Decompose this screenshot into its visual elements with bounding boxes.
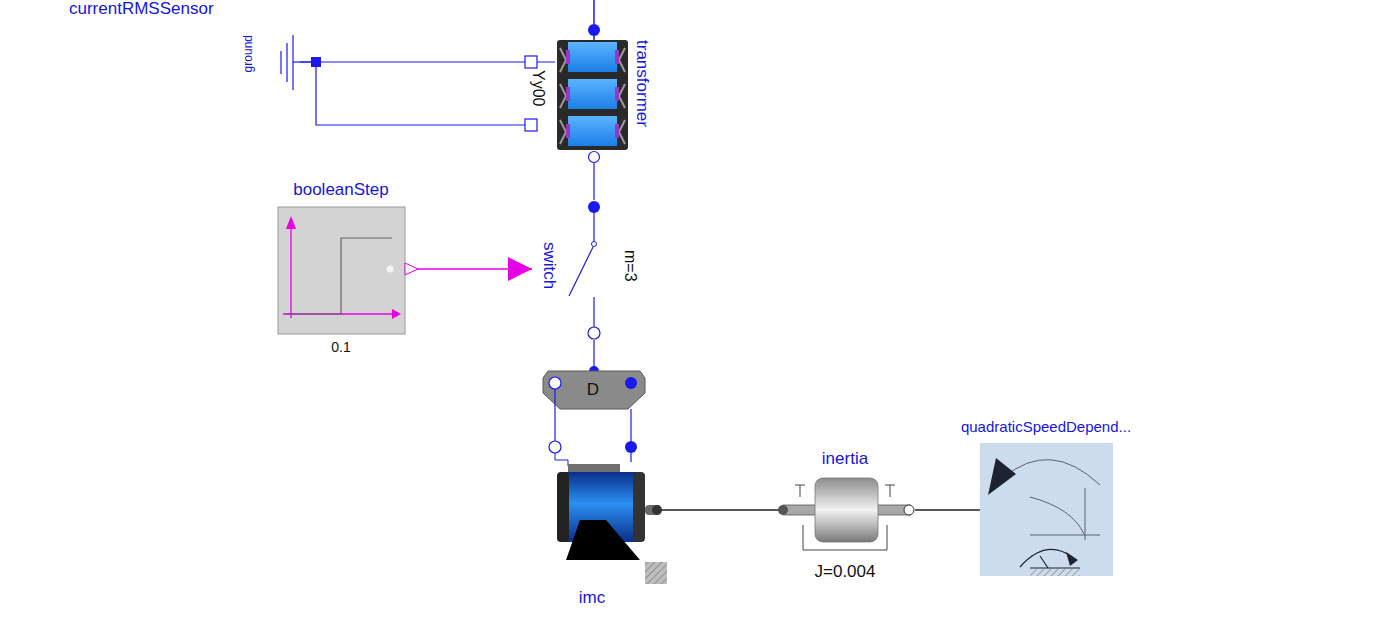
motor-node: imc	[555, 462, 645, 572]
ground-symbol-part	[316, 62, 525, 125]
transformer-node: transformerYy00	[555, 38, 630, 152]
inertia-icon-part	[778, 505, 788, 515]
load-torque-icon-part	[1030, 488, 1100, 540]
transformer-symbol-part	[593, 30, 595, 40]
component-name: imc	[579, 589, 605, 608]
transformer-symbol-part	[525, 56, 537, 68]
transformer-symbol	[525, 0, 628, 163]
switch-node: switchm=3	[532, 200, 612, 340]
transformer-symbol-part	[566, 50, 570, 64]
transformer-symbol-part	[566, 124, 570, 138]
ground-symbol	[281, 35, 525, 125]
boolean-step-block-part	[290, 224, 291, 318]
terminal-box-part	[555, 453, 568, 466]
parameter-label: Yy00	[529, 70, 547, 106]
motor-icon-part	[652, 505, 662, 515]
transformer-symbol-part	[615, 124, 619, 138]
inertia-icon-part	[815, 478, 878, 542]
component-name: currentRMSSensor	[69, 0, 214, 19]
motor-icon-part	[566, 520, 640, 560]
load-torque-icon	[980, 443, 1113, 576]
wire-connector	[300, 61, 555, 62]
terminal-box-node: D	[543, 371, 645, 409]
transformer-symbol-part	[557, 40, 628, 150]
switch-symbol-part	[593, 207, 594, 241]
boolean-step-block-part	[387, 266, 394, 273]
transformer-symbol-part	[568, 79, 617, 109]
component-name: switch	[539, 242, 558, 289]
inertia-icon-part	[904, 505, 914, 515]
boolean-step-block	[278, 207, 418, 334]
component-name: inertia	[822, 450, 868, 469]
motor-icon-part	[633, 472, 645, 542]
component-name: booleanStep	[293, 181, 388, 200]
inertia-node: inertiaJ=0.004	[780, 478, 915, 542]
wire-connector	[630, 409, 631, 462]
load-torque-icon-part	[1066, 552, 1078, 566]
component-name: quadraticSpeedDepend...	[961, 419, 1131, 436]
component-name: ground	[242, 35, 255, 72]
terminal-box-part	[625, 441, 637, 453]
inertia-icon	[778, 478, 914, 550]
ground-symbol-part	[286, 43, 287, 82]
transformer-symbol-part	[593, 0, 595, 24]
wire-connector	[645, 509, 780, 511]
motor-icon-part	[645, 562, 667, 584]
motor-icon	[557, 464, 667, 584]
transformer-symbol-part	[568, 42, 617, 72]
ground-symbol-part	[280, 51, 281, 74]
transformer-symbol-part	[615, 50, 619, 64]
load-torque-icon-part	[1040, 556, 1048, 568]
wire-connector	[915, 509, 980, 511]
load-torque-icon-part	[980, 443, 1113, 576]
motor-icon-part	[557, 472, 569, 542]
boolean-step-block-part	[392, 309, 401, 319]
switch-symbol	[569, 201, 600, 339]
load-torque-icon-part	[1020, 549, 1072, 567]
transformer-symbol-part	[566, 87, 570, 101]
boolean-step-block-part	[278, 207, 405, 334]
boolean-step-node: booleanStep0.1	[278, 207, 405, 334]
inertia-icon-part	[803, 525, 887, 550]
terminal-box-part	[554, 389, 555, 441]
load-torque-icon-part	[1030, 497, 1084, 534]
terminal-box-part	[625, 377, 637, 389]
parameter-label: m=3	[621, 250, 639, 282]
connection-label: D	[587, 381, 599, 400]
ground-symbol-part	[311, 57, 321, 67]
transformer-symbol-part	[525, 119, 537, 131]
ground-node: ground	[240, 30, 300, 95]
motor-icon-part	[645, 562, 667, 584]
inertia-icon-part	[795, 485, 895, 497]
boolean-step-block-part	[286, 216, 296, 229]
load-torque-icon-part	[1003, 460, 1100, 485]
motor-icon-part	[645, 505, 661, 515]
load-torque-icon-part	[988, 458, 1016, 495]
load-torque-icon-part	[1030, 568, 1080, 576]
parameter-label: J=0.004	[815, 563, 876, 582]
switch-symbol-part	[592, 242, 597, 247]
terminal-box	[543, 366, 645, 466]
terminal-box-part	[549, 441, 561, 453]
terminal-box-part	[549, 377, 561, 389]
transformer-symbol-part	[568, 116, 617, 146]
switch-symbol-part	[569, 247, 593, 296]
wire-connector	[405, 268, 532, 269]
transformer-symbol-part	[589, 152, 600, 163]
boolean-step-block-part	[405, 263, 418, 275]
transformer-symbol-part	[615, 87, 619, 101]
terminal-box-part	[543, 371, 645, 409]
boolean-step-block-part	[285, 238, 392, 314]
parameter-label: 0.1	[331, 340, 350, 355]
switch-symbol-part	[593, 297, 594, 327]
component-name: transformer	[632, 40, 651, 127]
load-torque-node: quadraticSpeedDepend...	[980, 443, 1113, 576]
switch-symbol-part	[588, 327, 600, 339]
